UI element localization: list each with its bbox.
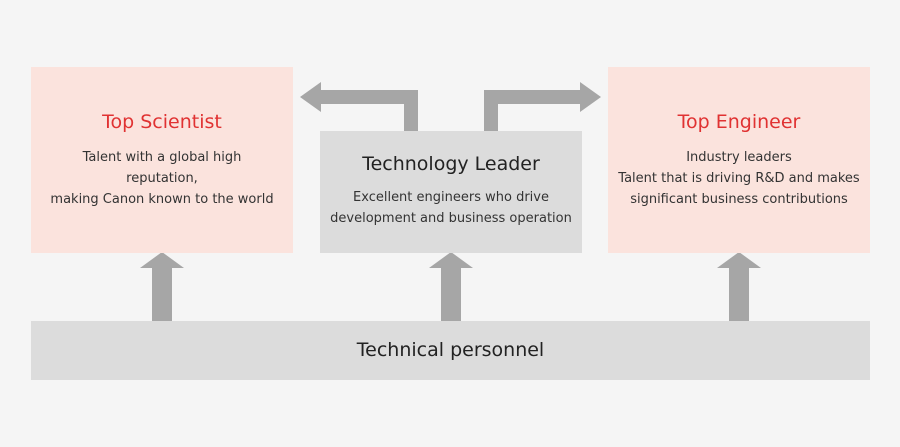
- technology-leader-line-2: development and business operation: [330, 211, 572, 226]
- top-scientist-line-1: Talent with a global high: [82, 150, 242, 165]
- arrow-to-top-engineer: [484, 82, 601, 131]
- top-engineer-line-2: Talent that is driving R&D and makes: [618, 171, 860, 186]
- top-engineer-box: Top Engineer Industry leaders Talent tha…: [608, 67, 870, 253]
- top-engineer-title: Top Engineer: [677, 111, 801, 133]
- up-arrow-right: [717, 252, 761, 321]
- up-arrow-left: [140, 252, 184, 321]
- technology-leader-title: Technology Leader: [362, 153, 540, 175]
- technology-leader-box: Technology Leader Excellent engineers wh…: [320, 131, 582, 253]
- up-arrow-center: [429, 252, 473, 321]
- top-engineer-line-1: Industry leaders: [686, 150, 792, 165]
- top-scientist-line-2: reputation,: [126, 171, 198, 186]
- technical-personnel-title: Technical personnel: [356, 339, 545, 361]
- top-scientist-box: Top Scientist Talent with a global high …: [31, 67, 293, 253]
- top-scientist-description: Talent with a global high reputation, ma…: [31, 147, 293, 210]
- top-engineer-line-3: significant business contributions: [630, 192, 848, 207]
- technology-leader-description: Excellent engineers who drive developmen…: [320, 187, 582, 229]
- top-scientist-line-3: making Canon known to the world: [50, 192, 274, 207]
- technology-leader-line-1: Excellent engineers who drive: [353, 190, 549, 205]
- arrow-to-top-scientist: [300, 82, 418, 131]
- top-engineer-description: Industry leaders Talent that is driving …: [608, 147, 870, 210]
- top-scientist-title: Top Scientist: [102, 111, 222, 133]
- technical-personnel-box: Technical personnel: [31, 321, 870, 380]
